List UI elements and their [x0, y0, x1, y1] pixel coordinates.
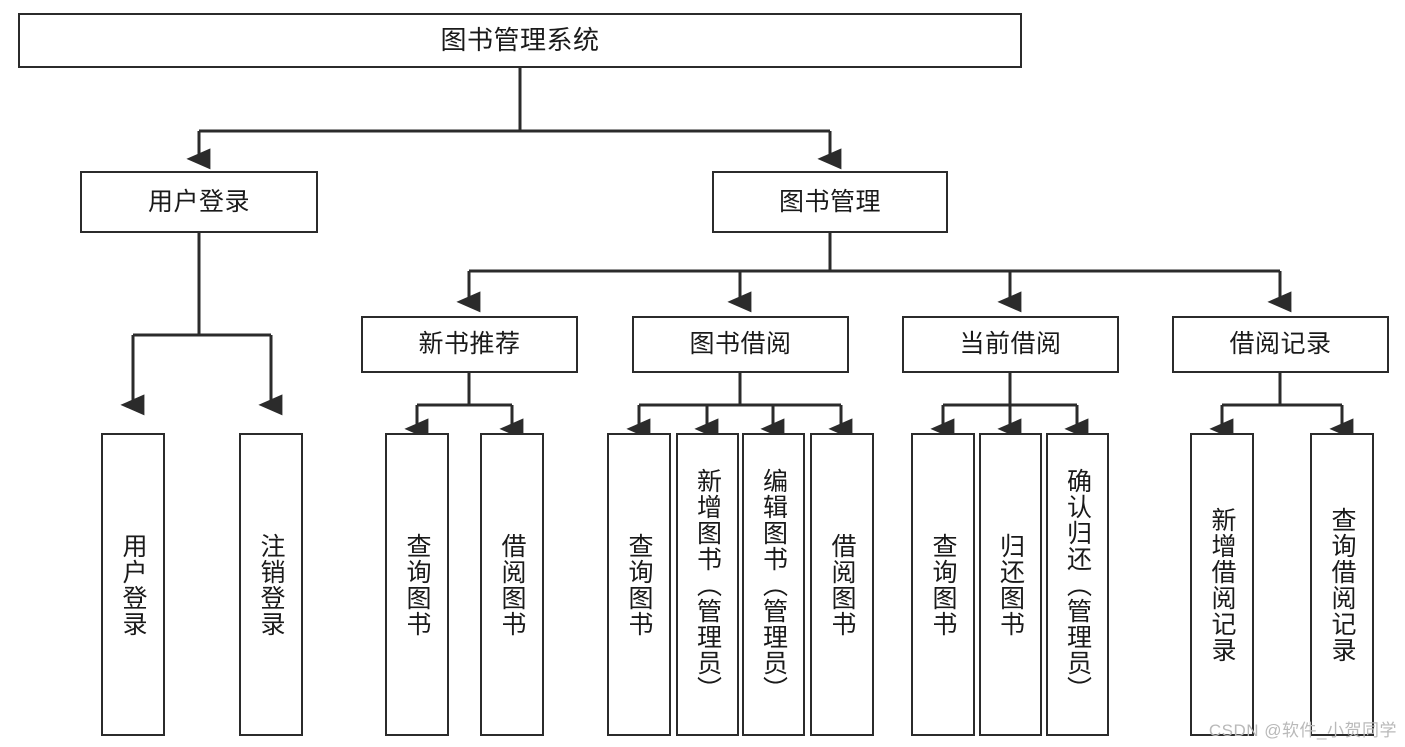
node-label: 用户登录	[147, 187, 250, 216]
node-leaf-return-book[interactable]: 归还图书	[979, 433, 1042, 736]
node-book-management[interactable]: 图书管理	[712, 171, 948, 233]
node-new-book-recommend[interactable]: 新书推荐	[361, 316, 578, 373]
node-user-login[interactable]: 用户登录	[80, 171, 318, 233]
node-label: 借阅记录	[1229, 330, 1332, 359]
node-label: 注销登录	[257, 532, 285, 637]
node-borrow-record[interactable]: 借阅记录	[1172, 316, 1389, 373]
node-leaf-add-record[interactable]: 新增借阅记录	[1190, 433, 1254, 736]
node-leaf-confirm-return[interactable]: 确认归还（管理员）	[1046, 433, 1109, 736]
node-label: 查询图书	[403, 532, 431, 637]
node-label: 归还图书	[996, 532, 1025, 637]
node-label: 查询图书	[625, 532, 653, 637]
node-leaf-query-book-1[interactable]: 查询图书	[385, 433, 449, 736]
node-leaf-borrow-book-1[interactable]: 借阅图书	[480, 433, 544, 736]
node-current-borrow[interactable]: 当前借阅	[902, 316, 1119, 373]
node-book-management-system[interactable]: 图书管理系统	[18, 13, 1022, 68]
node-label: 借阅图书	[828, 532, 856, 637]
node-label: 新增借阅记录	[1208, 506, 1236, 663]
node-label: 编辑图书（管理员）	[759, 467, 788, 702]
node-label: 用户登录	[119, 532, 147, 637]
node-label: 当前借阅	[959, 330, 1062, 359]
node-leaf-edit-book[interactable]: 编辑图书（管理员）	[742, 433, 805, 736]
node-leaf-add-book[interactable]: 新增图书（管理员）	[676, 433, 739, 736]
csdn-watermark: CSDN @软件_小贺同学	[1208, 721, 1397, 740]
node-leaf-user-login[interactable]: 用户登录	[101, 433, 165, 736]
node-label: 查询借阅记录	[1328, 506, 1356, 663]
node-leaf-query-record[interactable]: 查询借阅记录	[1310, 433, 1374, 736]
node-book-borrow[interactable]: 图书借阅	[632, 316, 849, 373]
node-label: 查询图书	[929, 532, 957, 637]
node-label: 新书推荐	[418, 330, 521, 359]
node-label: 图书管理	[778, 187, 881, 216]
node-label: 图书借阅	[689, 330, 792, 359]
node-leaf-query-book-2[interactable]: 查询图书	[607, 433, 671, 736]
node-label: 新增图书（管理员）	[693, 467, 722, 702]
node-label: 借阅图书	[498, 532, 526, 637]
node-leaf-query-book-3[interactable]: 查询图书	[911, 433, 975, 736]
node-label: 图书管理系统	[440, 24, 600, 55]
node-leaf-borrow-book-2[interactable]: 借阅图书	[810, 433, 874, 736]
node-label: 确认归还（管理员）	[1063, 467, 1092, 702]
node-leaf-logout-login[interactable]: 注销登录	[239, 433, 303, 736]
